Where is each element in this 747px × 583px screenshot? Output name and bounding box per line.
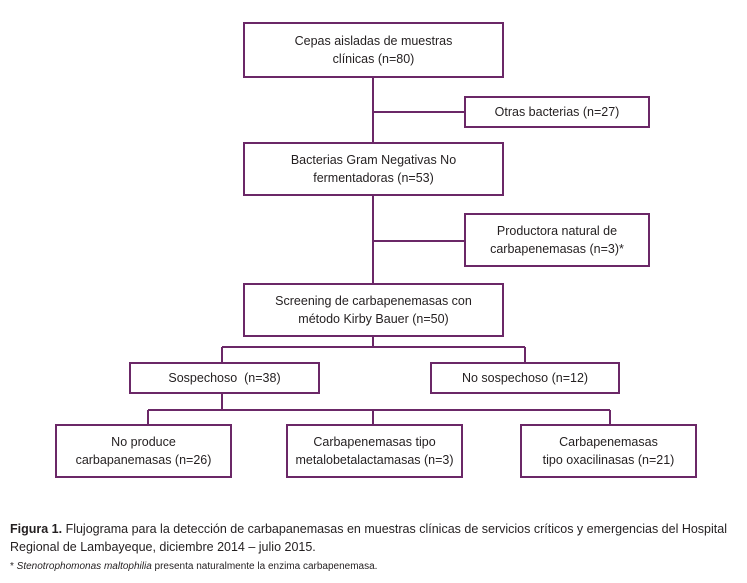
footnote-text: presenta naturalmente la enzima carbapen…	[151, 561, 378, 572]
node-sospechoso-line-1: Sospechoso (n=38)	[168, 371, 281, 385]
node-gram-line-1: Bacterias Gram Negativas No	[290, 153, 457, 167]
footnote-species: Stenotrophomonas maltophilia	[16, 561, 152, 572]
node-sospechoso: Sospechoso (n=38)	[129, 362, 320, 394]
node-oxa-line-1: Carbapenemasas	[559, 435, 658, 449]
figure-caption-text: Flujograma para la detección de carbapan…	[10, 522, 727, 554]
node-cepas: Cepas aisladas de muestras clínicas (n=8…	[243, 22, 504, 78]
node-screening-line-2: método Kirby Bauer (n=50)	[298, 312, 449, 326]
node-otras-line-1: Otras bacterias (n=27)	[494, 105, 620, 119]
node-otras-bacterias: Otras bacterias (n=27)	[464, 96, 650, 128]
node-no-produce-line-2: carbapanemasas (n=26)	[75, 453, 212, 467]
node-metalo-line-2: metalobetalactamasas (n=3)	[295, 453, 454, 467]
figure-footnote: * Stenotrophomonas maltophilia presenta …	[10, 560, 740, 574]
node-no-sospechoso-line-1: No sospechoso (n=12)	[461, 371, 589, 385]
node-screening: Screening de carbapenemasas con método K…	[243, 283, 504, 337]
node-metalobetalactamasas: Carbapenemasas tipo metalobetalactamasas…	[286, 424, 463, 478]
node-productora-natural: Productora natural de carbapenemasas (n=…	[464, 213, 650, 267]
node-cepas-line-1: Cepas aisladas de muestras	[294, 34, 453, 48]
node-no-produce: No produce carbapanemasas (n=26)	[55, 424, 232, 478]
node-productora-line-2: carbapenemasas (n=3)*	[490, 242, 624, 256]
node-cepas-line-2: clínicas (n=80)	[332, 52, 415, 66]
node-screening-line-1: Screening de carbapenemasas con	[275, 294, 472, 308]
node-gram-line-2: fermentadoras (n=53)	[313, 171, 434, 185]
node-oxacilinasas: Carbapenemasas tipo oxacilinasas (n=21)	[520, 424, 697, 478]
figure-caption: Figura 1. Flujograma para la detección d…	[10, 520, 740, 556]
node-gram-negativas: Bacterias Gram Negativas No fermentadora…	[243, 142, 504, 196]
node-no-produce-line-1: No produce	[111, 435, 176, 449]
node-no-sospechoso: No sospechoso (n=12)	[430, 362, 620, 394]
node-oxa-line-2: tipo oxacilinasas (n=21)	[542, 453, 675, 467]
node-metalo-line-1: Carbapenemasas tipo	[313, 435, 436, 449]
footnote-prefix: *	[10, 561, 17, 572]
figure-label: Figura 1.	[10, 522, 63, 536]
node-productora-line-1: Productora natural de	[496, 224, 618, 238]
